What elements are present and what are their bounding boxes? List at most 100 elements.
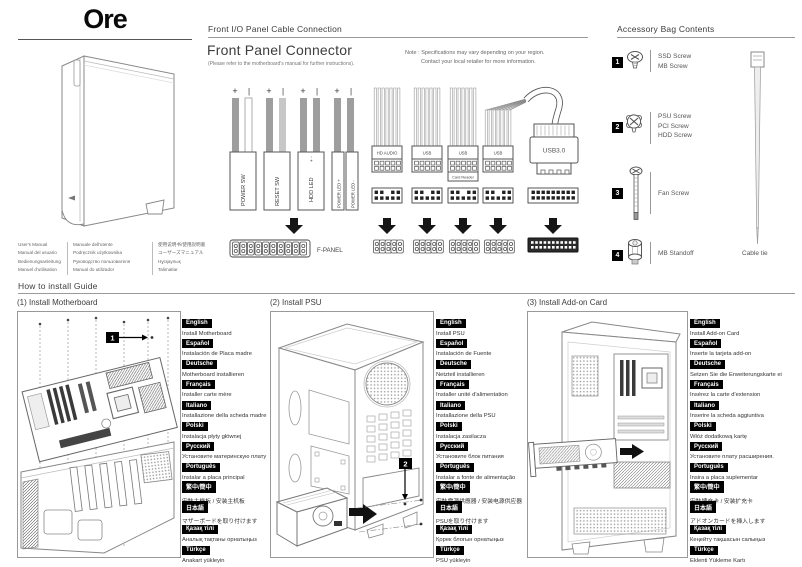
manual-label: User's Manual — [18, 242, 48, 247]
ribbon-label-usb-3: USB — [494, 151, 503, 156]
language-translation: Кеңейту тақшасын салыңыз — [690, 536, 766, 543]
accessory-labels-3: Fan Screw — [658, 190, 690, 197]
language-name-badge: Türkçe — [436, 545, 464, 555]
language-translation: Установите плату расширения. — [690, 454, 774, 461]
accessory-divider-4 — [650, 242, 651, 264]
accessory-divider-2 — [650, 112, 651, 144]
language-name-badge: Italiano — [182, 401, 212, 411]
language-translation: Setzen Sie die Erweiterungskarte ei — [690, 371, 782, 378]
install-motherboard-illustration: 1 — [20, 316, 178, 554]
language-name-badge: Español — [690, 339, 722, 349]
brand-divider — [18, 39, 192, 40]
language-name-badge: Deutsche — [690, 359, 726, 369]
manual-label: Руководство пользователя — [73, 258, 131, 264]
language-entry: Español Inserte la tarjeta add-on — [690, 332, 802, 357]
language-entry: Español Instalación de Fuente — [436, 332, 548, 357]
accessory-labels-4: MB Standoff — [658, 250, 694, 257]
language-name-badge: Türkçe — [690, 545, 718, 555]
language-entry: English Install PSU — [436, 311, 548, 337]
language-entry: Italiano Installazione della scheda madr… — [182, 394, 294, 419]
language-entry: Қазақ тілі Кеңейту тақшасын салыңыз — [690, 517, 802, 543]
manual-label: Manual del usuario — [18, 250, 57, 256]
svg-text:|: | — [316, 87, 318, 96]
card-reader-label: Card Reader — [452, 175, 474, 179]
svg-text:1: 1 — [110, 334, 114, 343]
language-translation: Włóż dodatkową kartę — [690, 433, 748, 440]
language-translation: マザーボードを取り付けます — [182, 519, 258, 526]
language-entry: Français Insérez la carte d'extension — [690, 373, 802, 398]
accessory-labels-2: PSU Screw PCI Screw HDD Screw — [658, 113, 692, 139]
panel1-illustration-box: 1 — [17, 311, 181, 558]
step-badge-2: 2 — [399, 458, 412, 506]
install-psu-illustration: 2 — [275, 323, 425, 547]
cable-reset-sw: + | RESET SW — [263, 86, 291, 211]
motherboard-drawing — [21, 356, 178, 463]
ribbon-usb-3: USB — [482, 98, 527, 253]
language-translation: Install PSU — [436, 330, 465, 337]
language-entry: Қазақ тілі Аналық тақтаны орнатыңыз — [182, 517, 294, 543]
cable-tie-label: Cable tie — [742, 250, 768, 257]
language-name-badge: Español — [436, 339, 468, 349]
language-name-badge: Italiano — [690, 401, 720, 411]
cable-label-power-led-plus: POWER LED + — [337, 179, 342, 208]
language-translation: Аналық тақтаны орнатыңыз — [182, 536, 257, 543]
language-entry: Français Installer carte mère — [182, 373, 294, 398]
language-entry: Português Instalar a fonte de alimentaçã… — [436, 455, 548, 481]
svg-text:|: | — [282, 87, 284, 96]
panel2-illustration-box: 2 — [270, 311, 434, 558]
svg-text:2: 2 — [403, 460, 407, 469]
note-line-1: Note : Specifications may vary depending… — [405, 50, 545, 56]
language-entry: Русский Установите блок питания — [436, 435, 548, 460]
front-panel-connector-title: Front Panel Connector — [207, 42, 353, 58]
case-tray-drawing — [20, 441, 175, 554]
language-translation: Instalación de Fuente — [436, 351, 492, 358]
language-name-badge: 日本語 — [182, 501, 209, 514]
language-translation: Установите материнскую плату — [182, 454, 267, 461]
accessory-labels-1: SSD Screw MB Screw — [658, 53, 692, 70]
language-translation: Eklenti Yükleme Kartı — [690, 557, 746, 564]
language-entry: English Install Motherboard — [182, 311, 294, 337]
language-name-badge: 繁中/簡中 — [690, 480, 724, 493]
ssd-screw-icon — [627, 51, 643, 69]
svg-text:+: + — [266, 86, 271, 96]
case-illustration — [61, 55, 175, 227]
language-name-badge: Polski — [436, 421, 462, 431]
accessory-divider-1 — [650, 50, 651, 72]
language-translation: Instalacja zasilacza — [436, 433, 486, 440]
ribbon-label-usb-1: USB — [423, 151, 432, 156]
svg-text:|: | — [248, 87, 250, 96]
manual-label: Podręcznik użytkownika — [73, 250, 123, 256]
front-io-rule — [208, 37, 588, 38]
language-name-badge: 繁中/簡中 — [436, 480, 470, 493]
language-entry: Türkçe Eklenti Yükleme Kartı — [690, 538, 802, 564]
svg-text:+: + — [300, 86, 305, 96]
note-line-2: Contact your local retailer for more inf… — [421, 59, 536, 65]
language-translation: Insérez la carte d'extension — [690, 392, 761, 399]
panel2-title: (2) Install PSU — [270, 298, 322, 307]
language-name-badge: Русский — [436, 442, 469, 452]
ribbon-hd-audio: HD AUDIO — [371, 87, 403, 253]
language-entry: Polski Włóż dodatkową kartę — [690, 414, 802, 440]
language-translation: Inserte la tarjeta add-on — [690, 351, 752, 358]
language-entry: 繁中/簡中 安裝電源供應器 / 安装电源供应器 — [436, 476, 548, 505]
language-name-badge: Deutsche — [182, 359, 218, 369]
panel1-language-list: English Install Motherboard Español Inst… — [182, 311, 294, 564]
fpanel-label: F-PANEL — [317, 247, 343, 254]
manual-label: Manuale dell'utente — [73, 242, 113, 247]
language-translation: Instalación de Placa madre — [182, 351, 252, 358]
fpanel-header: F-PANEL — [229, 239, 343, 258]
insert-arrow — [620, 448, 632, 455]
language-entry: Қазақ тілі Қорек блогын орнатыңыз — [436, 517, 548, 543]
hdd-led-polarity: + - — [310, 156, 315, 162]
install-addon-card-illustration — [528, 321, 681, 555]
language-translation: Қорек блогын орнатыңыз — [436, 536, 504, 543]
language-translation: 安裝擴充卡 / 安装扩充卡 — [690, 498, 753, 505]
language-name-badge: Français — [436, 380, 469, 390]
language-translation: 安裝主機板 / 安装主机板 — [182, 498, 245, 505]
manual-label: Manuel d'utilisation — [18, 267, 57, 273]
language-entry: Português Instalar a placa principal — [182, 455, 294, 481]
language-name-badge: Polski — [690, 421, 716, 431]
panel1-title: (1) Install Motherboard — [17, 298, 98, 307]
language-name-badge: Қазақ тілі — [690, 524, 727, 534]
